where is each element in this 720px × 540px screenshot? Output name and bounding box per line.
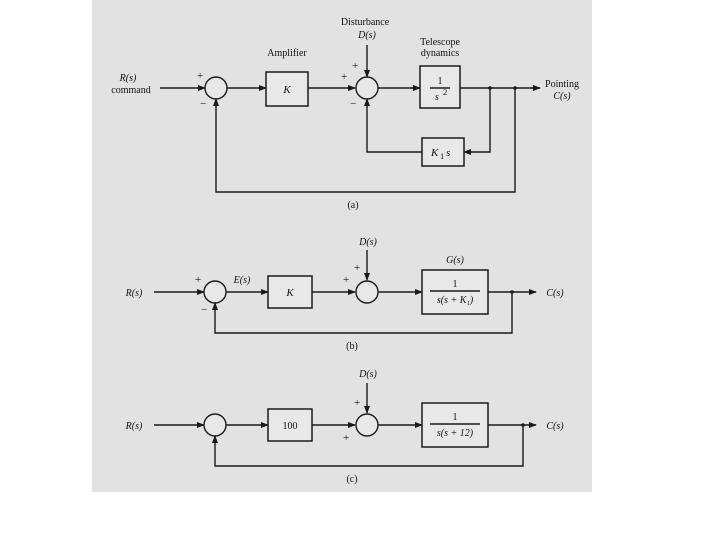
disturbance-title: Disturbance [341, 17, 390, 28]
plant-numerator: 1 [438, 76, 443, 87]
caption-b: (b) [346, 341, 358, 352]
disturbance-input-label: D(s) [358, 237, 377, 248]
plant-denominator: s [435, 92, 439, 103]
sum1-plus-sign: + [195, 274, 201, 286]
caption-a: (a) [347, 200, 358, 211]
output-label: C(s) [553, 91, 571, 102]
gain-value: K [285, 287, 294, 299]
diagram-b: D(s) G(s) R(s) + − E(s) K + + 1 s(s + K₁… [125, 237, 565, 352]
disturbance-plus-sign: + [354, 262, 360, 274]
feedback-path [212, 292, 513, 334]
amplifier-gain: K [282, 84, 291, 96]
input-label: R(s) [119, 73, 137, 84]
plant-denominator-exponent: 2 [443, 87, 447, 97]
error-label: E(s) [233, 275, 251, 286]
output-pointing-label: Pointing [545, 79, 579, 90]
input-label: R(s) [125, 288, 143, 299]
diagram-panel [92, 0, 592, 492]
rate-feedback-path [463, 88, 491, 155]
gain-value: 100 [283, 421, 298, 432]
telescope-block [419, 65, 461, 109]
disturbance-input-label: D(s) [358, 369, 377, 380]
gain-block [267, 408, 313, 442]
telescope-label: Telescope [420, 37, 460, 48]
amplifier-label: Amplifier [267, 48, 307, 59]
unity-feedback-path [213, 88, 516, 193]
summing-junction-2 [355, 413, 379, 437]
output-label: C(s) [546, 288, 564, 299]
feedback-gain-s: s [446, 147, 450, 159]
sum2-plus-sign: + [343, 274, 349, 286]
sum2-plus-sign: + [341, 71, 347, 83]
telescope-dynamics-label: dynamics [421, 48, 459, 59]
rate-feedback-block [421, 137, 465, 167]
plant-block [421, 269, 489, 315]
gain-block [267, 275, 313, 309]
feedback-gain-subscript: 1 [440, 151, 444, 161]
disturbance-input-label: D(s) [357, 30, 376, 41]
sum1-plus-sign: + [197, 70, 203, 82]
input-sub-label: command [111, 85, 150, 96]
sum2-plus-sign: + [343, 432, 349, 444]
output-label: C(s) [546, 421, 564, 432]
summing-junction-1 [203, 280, 227, 304]
sum2-minus-sign: − [350, 98, 356, 110]
sum1-minus-sign: − [201, 304, 207, 316]
diagram-a: Disturbance D(s) Amplifier Telescope dyn… [111, 17, 579, 211]
plant-denominator: s(s + K₁) [437, 295, 474, 306]
plant-block [421, 402, 489, 448]
plant-denominator: s(s + 12) [437, 428, 474, 439]
amplifier-block [265, 71, 309, 107]
disturbance-plus-sign: + [352, 60, 358, 72]
feedback-gain: K [430, 147, 439, 159]
plant-numerator: 1 [453, 412, 458, 423]
summing-junction-1 [203, 413, 227, 437]
summing-junction-2 [355, 76, 379, 100]
summing-junction-1 [204, 76, 228, 100]
rate-feedback-return [364, 98, 422, 153]
sum1-minus-sign: − [200, 98, 206, 110]
feedback-path [212, 425, 524, 467]
input-label: R(s) [125, 421, 143, 432]
plant-title: G(s) [446, 255, 464, 266]
caption-c: (c) [346, 474, 357, 485]
summing-junction-2 [355, 280, 379, 304]
diagram-c: D(s) R(s) 100 + + 1 s(s + 12) C(s) (c) [125, 369, 565, 485]
disturbance-plus-sign: + [354, 397, 360, 409]
plant-numerator: 1 [453, 279, 458, 290]
